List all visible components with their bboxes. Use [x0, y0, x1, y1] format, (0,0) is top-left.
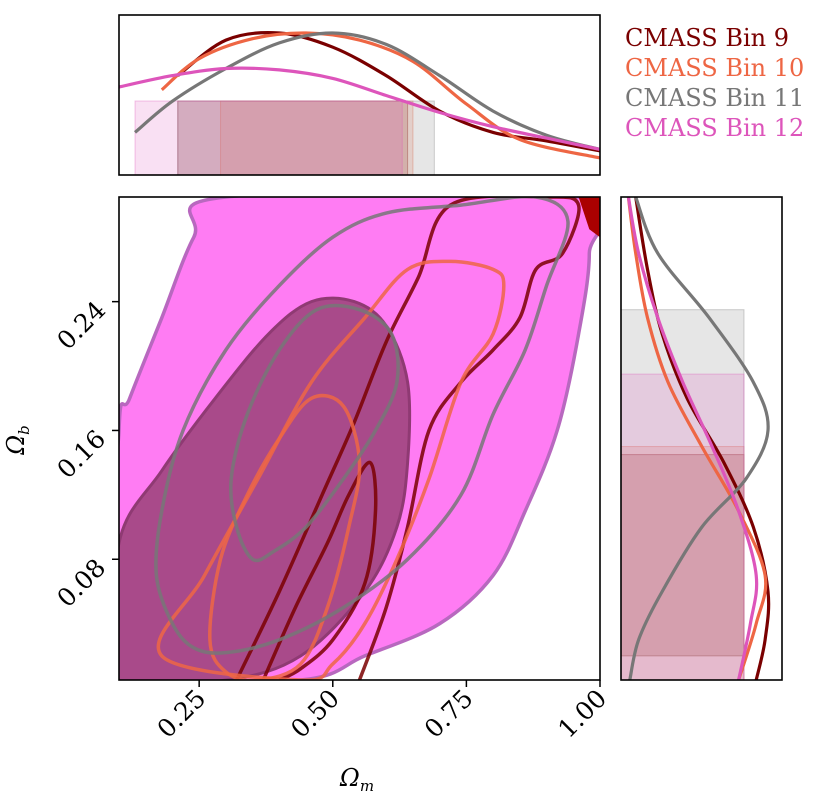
cmass-bin-9-y-marginal — [634, 196, 771, 681]
y-tick-label: 0.24 — [51, 295, 111, 355]
x-axis-ticks: 0.25 0.50 0.75 1.00 — [152, 680, 612, 744]
contour-frame — [118, 196, 601, 681]
omega-b-marginal-frame — [620, 196, 783, 681]
x-tick-label: 0.50 — [285, 684, 345, 744]
x-tick-label: 0.25 — [152, 684, 212, 744]
omega-m-marginal-panel — [118, 14, 601, 176]
cmass-bin-11-y-marginal — [628, 196, 770, 681]
cmass-bin-10-y-marginal — [626, 196, 768, 681]
y-tick-label: 0.08 — [51, 553, 111, 613]
cmass-bin-9-x-band — [177, 100, 409, 176]
cmass-bin-10-x-marginal — [160, 31, 601, 160]
cmass-bin-11-inner-contour — [229, 303, 400, 563]
cmass-bin-9-y-band — [620, 454, 745, 681]
y-tick-label: 0.16 — [51, 424, 111, 484]
cmass-bin-10-x-band — [220, 100, 414, 176]
cmass-bin-9-outer-contour — [235, 197, 581, 680]
legend-entry-cmass-bin-9: CMASS Bin 9 — [625, 24, 789, 52]
cmass-bin-9-x-marginal — [176, 31, 601, 153]
cmass-bin-10-outer-contour — [156, 259, 506, 680]
omega-m-marginal-frame — [118, 14, 601, 176]
legend-entry-cmass-bin-11: CMASS Bin 11 — [625, 84, 804, 112]
legend-entry-cmass-bin-12: CMASS Bin 12 — [625, 114, 804, 142]
x-tick-label: 1.00 — [552, 684, 612, 744]
corner-fill — [578, 197, 600, 238]
cmass-bin-11-outer-contour — [154, 197, 570, 655]
cmass-bin-11-x-marginal — [133, 31, 601, 151]
omega-b-marginal-panel — [620, 196, 783, 681]
x-axis-label: Ωm — [339, 764, 374, 795]
legend-entry-cmass-bin-10: CMASS Bin 10 — [625, 54, 804, 82]
cmass-bin-9-inner-contour — [261, 460, 378, 680]
cmass-bin-12-x-marginal — [118, 66, 601, 151]
cmass-bin-12-x-band — [134, 100, 403, 176]
y-axis-label: Ωb — [2, 425, 33, 456]
contour-panel: 0.25 0.50 0.75 1.00 0.08 0.16 0.24 — [51, 196, 612, 744]
y-axis-ticks: 0.08 0.16 0.24 — [51, 295, 119, 613]
cmass-bin-12-y-marginal — [626, 196, 759, 681]
x-tick-label: 0.75 — [419, 684, 479, 744]
cmass-bin-11-x-band — [177, 100, 435, 176]
